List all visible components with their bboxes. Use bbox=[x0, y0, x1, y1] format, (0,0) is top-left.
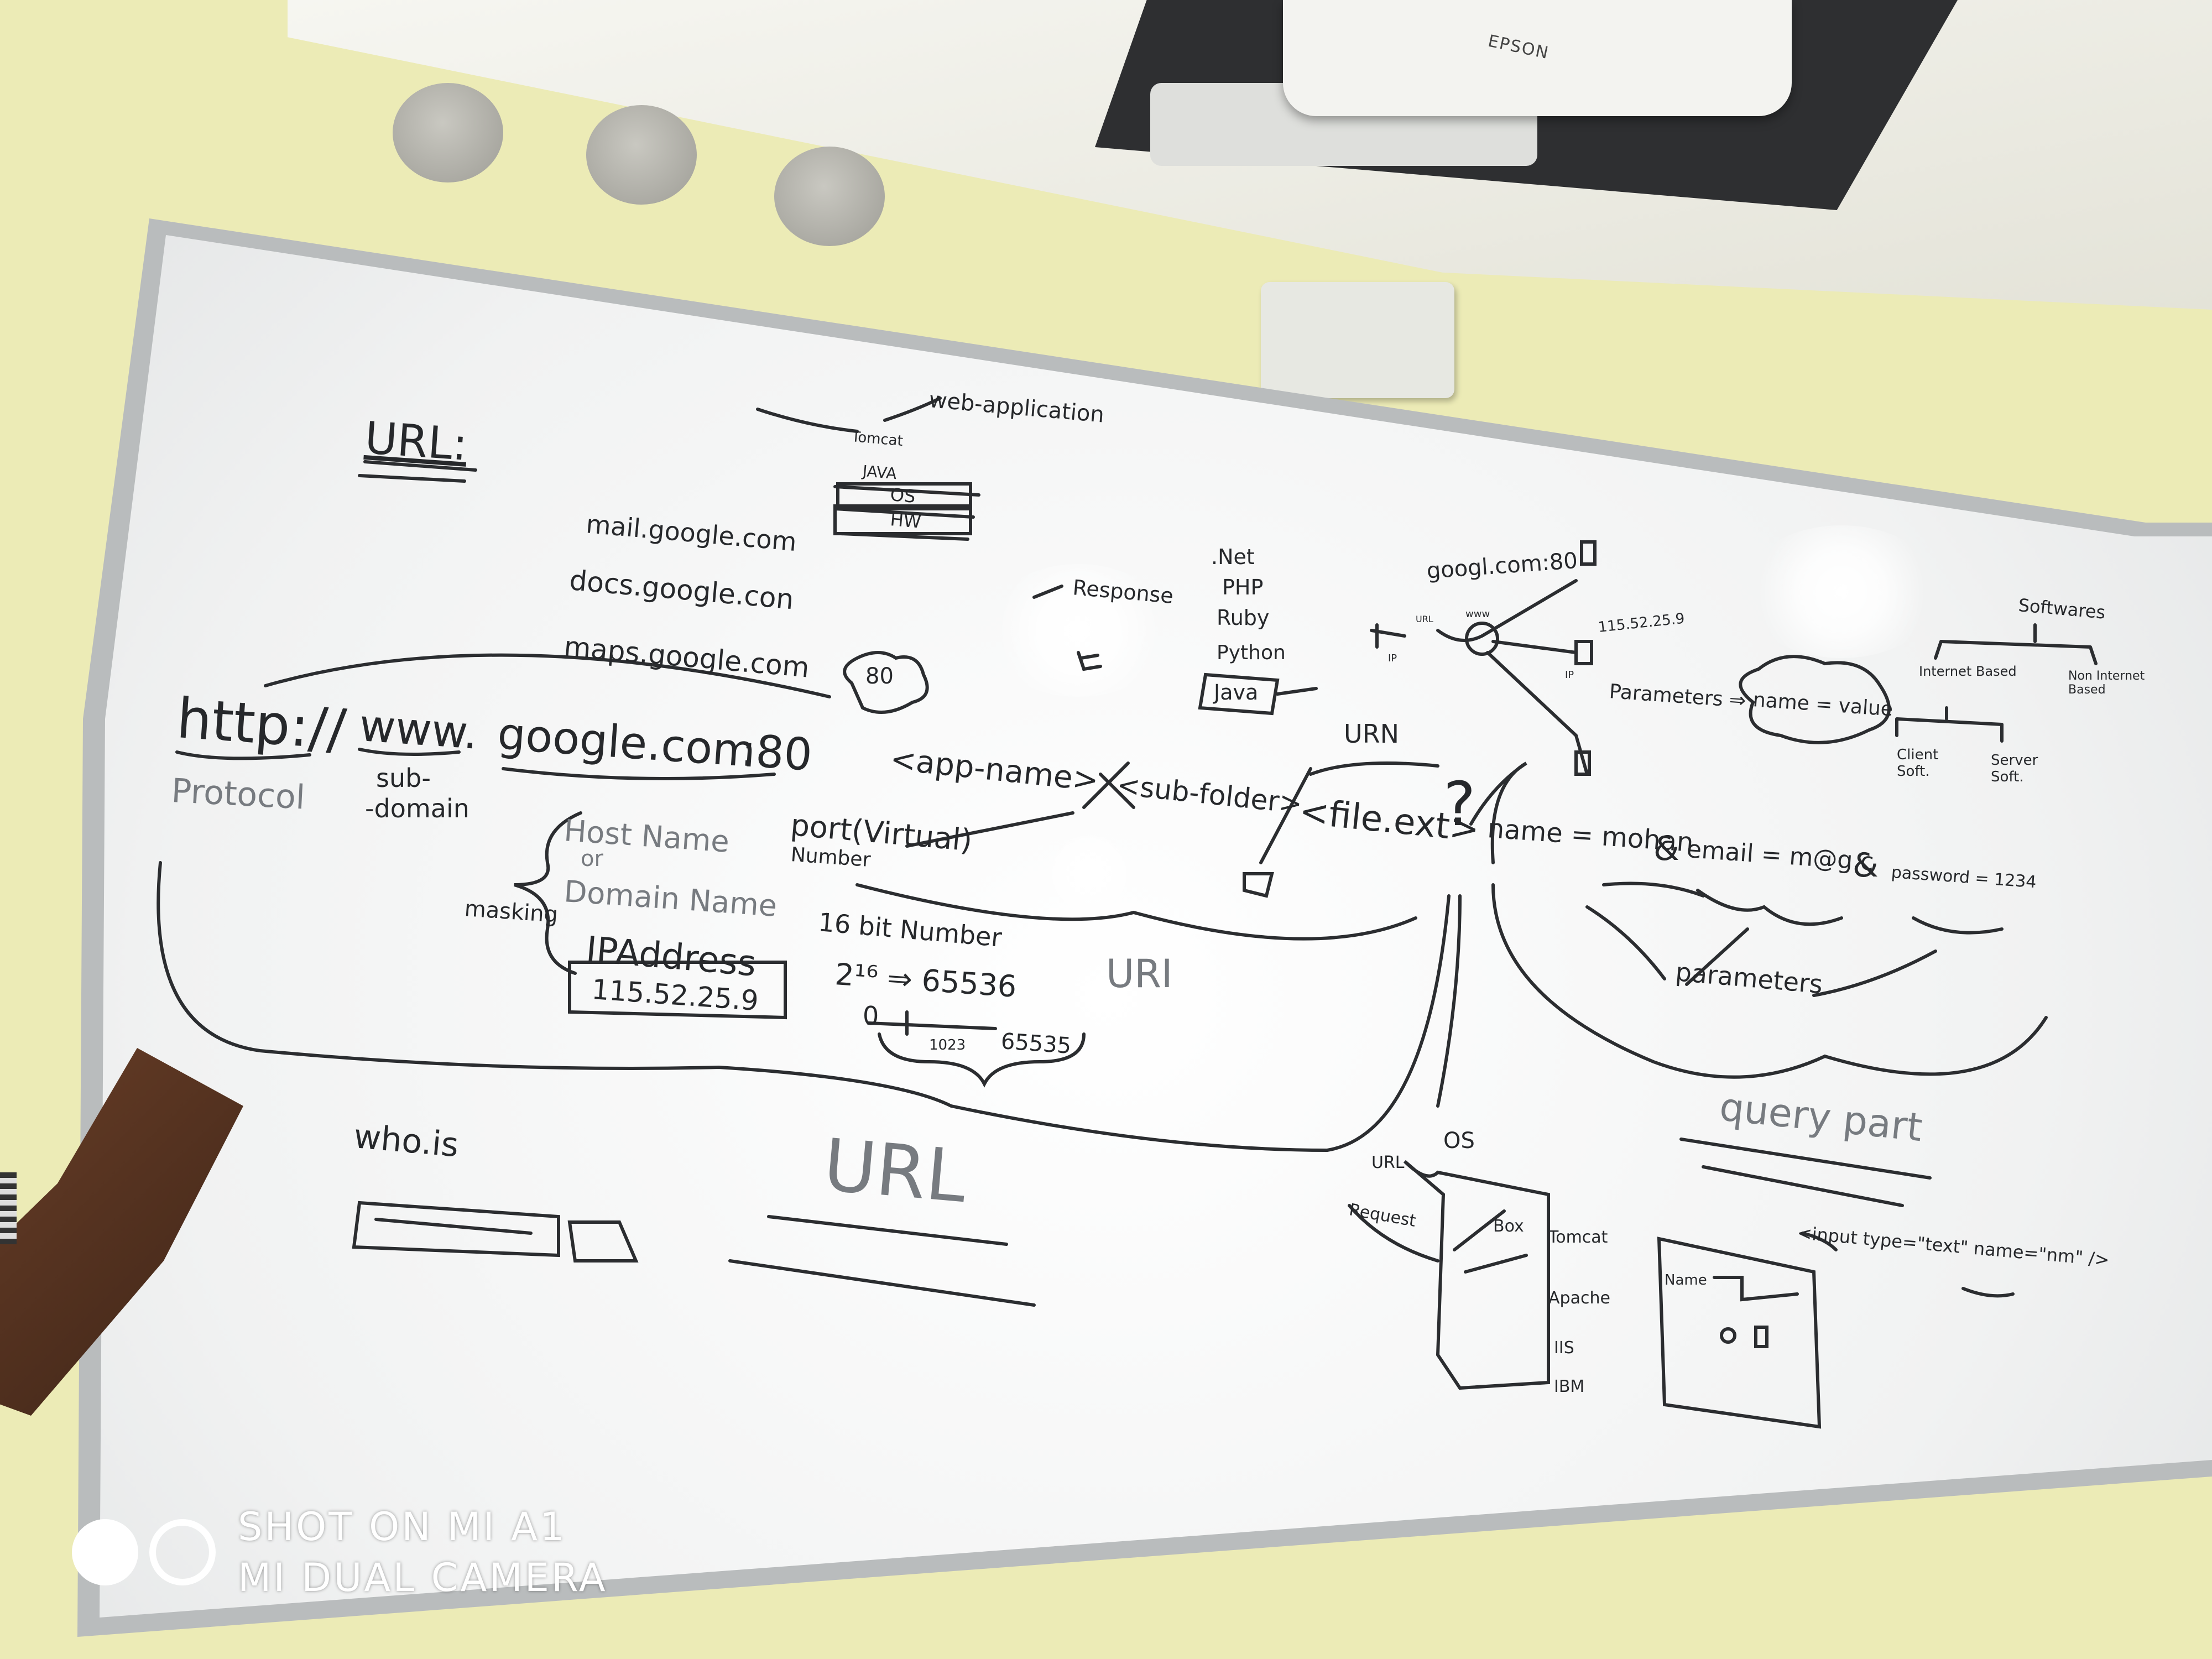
subdomain-label: sub- bbox=[376, 763, 431, 793]
camera-dual-lens-icon bbox=[72, 1519, 216, 1585]
language-item: .Net bbox=[1211, 545, 1255, 569]
query-separator: & bbox=[1653, 830, 1679, 868]
uri-label: URI bbox=[1106, 951, 1173, 997]
os-server: Tomcat bbox=[1548, 1228, 1608, 1247]
urn-label: URN bbox=[1344, 719, 1400, 749]
url-question-mark: ? bbox=[1443, 769, 1476, 839]
protocol-label: Protocol bbox=[170, 771, 306, 817]
camera-watermark: SHOT ON MI A1 MI DUAL CAMERA bbox=[72, 1501, 608, 1603]
ceiling-speaker bbox=[586, 105, 697, 205]
light-glare bbox=[1742, 525, 1941, 658]
wall-junction-box bbox=[1261, 282, 1454, 398]
language-item: PHP bbox=[1222, 575, 1264, 599]
watermark-line-2: MI DUAL CAMERA bbox=[238, 1555, 608, 1600]
stack-layer: OS bbox=[889, 484, 916, 507]
cloud-port-label: 80 bbox=[865, 664, 894, 689]
network-ip-tag: IP bbox=[1565, 669, 1574, 681]
light-glare bbox=[984, 564, 1172, 697]
language-item: Ruby bbox=[1217, 606, 1270, 630]
lens-ring-icon bbox=[149, 1519, 216, 1585]
board-heading: URL: bbox=[363, 412, 469, 471]
language-item: Python bbox=[1217, 641, 1286, 664]
url-big-label: URL bbox=[820, 1123, 970, 1219]
url-protocol: http:// bbox=[174, 686, 348, 763]
light-glare bbox=[1040, 835, 1139, 912]
os-label: OS bbox=[1443, 1128, 1475, 1154]
lens-filled-icon bbox=[72, 1519, 138, 1585]
or-label: or bbox=[581, 846, 603, 872]
stack-layer: HW bbox=[889, 509, 922, 533]
software-tree-node: Server Soft. bbox=[1991, 752, 2038, 785]
software-tree-node: Non Internet Based bbox=[2068, 669, 2145, 697]
presenter-sleeve bbox=[0, 1172, 17, 1244]
os-server: Apache bbox=[1548, 1288, 1610, 1308]
network-www-tag: www bbox=[1465, 608, 1490, 620]
range-start: 0 bbox=[863, 1001, 879, 1031]
ceiling-speaker bbox=[393, 83, 503, 182]
url-subdomain: www. bbox=[357, 700, 480, 759]
range-end: 65535 bbox=[1000, 1029, 1072, 1059]
software-tree-node: Client Soft. bbox=[1897, 747, 1939, 780]
subdomain-label: -domain bbox=[365, 794, 469, 823]
query-separator: & bbox=[1853, 846, 1879, 885]
network-url-tag: URL bbox=[1416, 614, 1433, 624]
range-mid: 1023 bbox=[929, 1037, 966, 1053]
ceiling-speaker bbox=[774, 147, 885, 246]
os-box-label: Box bbox=[1493, 1217, 1524, 1236]
network-ip-tag: IP bbox=[1388, 653, 1397, 664]
os-server: IBM bbox=[1554, 1377, 1585, 1396]
url-port: :80 bbox=[739, 724, 814, 781]
software-tree-node: Internet Based bbox=[1919, 664, 2017, 679]
os-url-cloud: URL bbox=[1371, 1153, 1405, 1172]
os-server: IIS bbox=[1554, 1338, 1574, 1358]
watermark-text: SHOT ON MI A1 MI DUAL CAMERA bbox=[238, 1501, 608, 1603]
form-name-label: Name bbox=[1665, 1272, 1707, 1288]
stack-layer: JAVA bbox=[862, 462, 898, 483]
projector bbox=[1283, 0, 1792, 116]
watermark-line-1: SHOT ON MI A1 bbox=[238, 1504, 567, 1550]
language-item: Java bbox=[1214, 680, 1259, 705]
